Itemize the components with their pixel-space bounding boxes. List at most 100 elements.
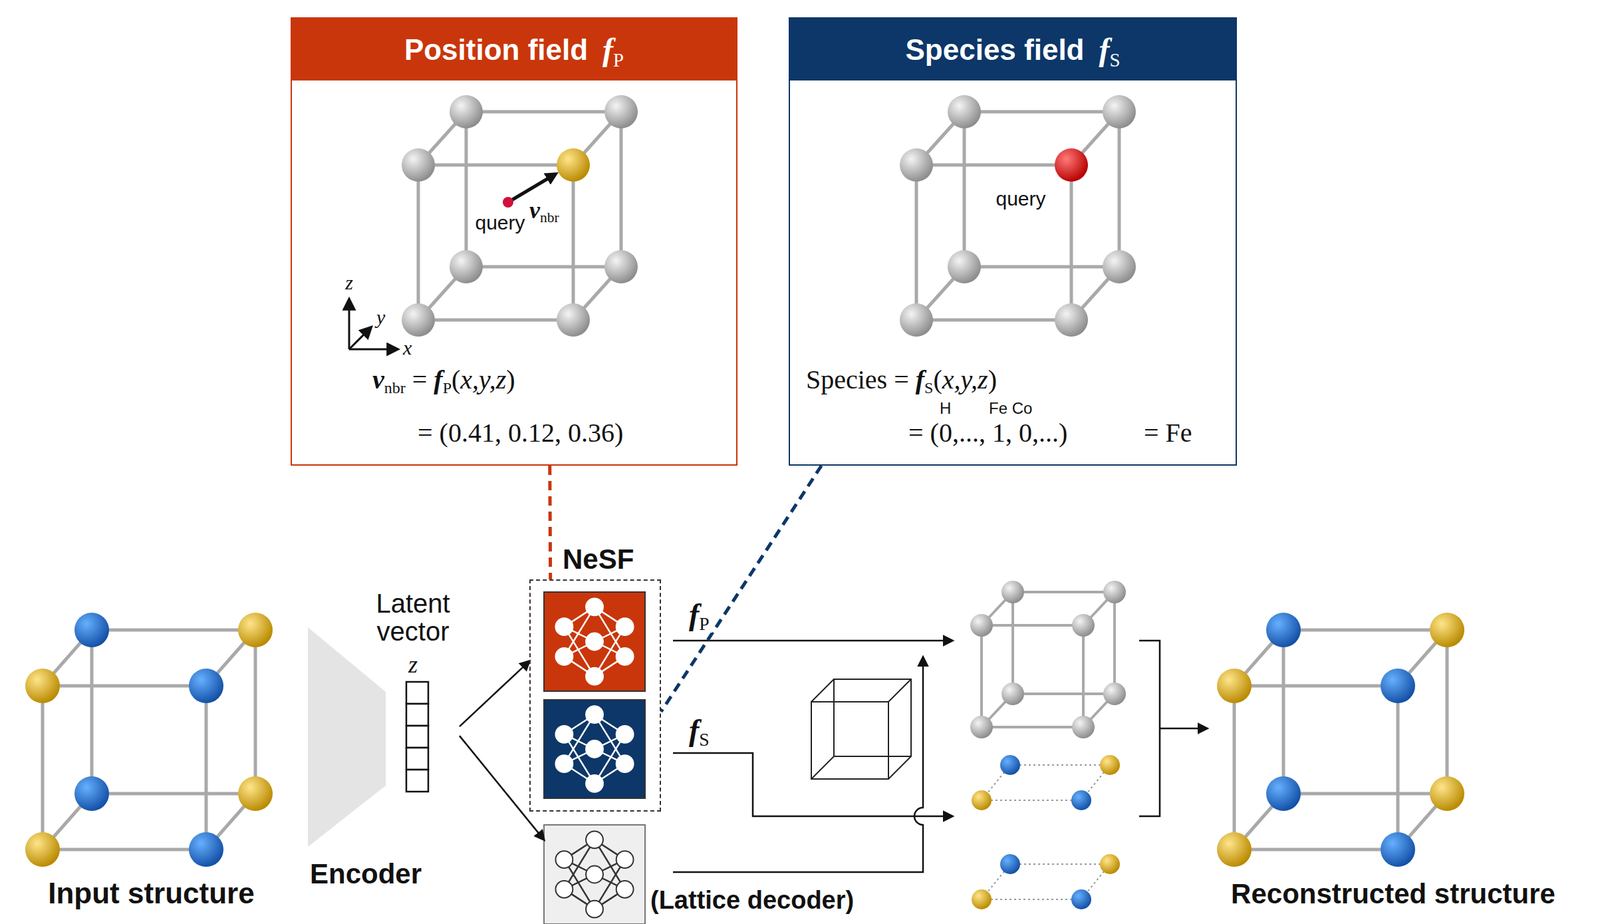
species-network xyxy=(543,699,646,799)
text-run: x,y,z xyxy=(942,364,989,395)
net-neuron xyxy=(616,725,634,743)
net-neuron xyxy=(555,754,573,773)
node-text: (Lattice decoder) xyxy=(650,885,854,915)
atom xyxy=(1102,250,1136,284)
cube-edge xyxy=(833,755,912,757)
text-run: v xyxy=(529,196,540,224)
cube-edge xyxy=(1445,629,1450,794)
node-text: Input structure xyxy=(15,876,287,910)
cube-edge xyxy=(418,318,574,322)
label: Fe Co xyxy=(988,399,1033,418)
label: = (0.41, 0.12, 0.36) xyxy=(417,417,624,449)
cube-edge xyxy=(1234,684,1398,688)
atom xyxy=(401,148,435,182)
atom xyxy=(449,95,483,129)
node-text: NeSF xyxy=(562,543,634,576)
position-network xyxy=(543,591,646,691)
atom xyxy=(449,250,483,284)
species-layer xyxy=(971,853,1120,910)
net-neuron xyxy=(555,617,573,636)
net-neuron xyxy=(616,880,634,898)
cube-edge xyxy=(811,778,889,780)
cube-edge xyxy=(916,318,1072,322)
lattice-network xyxy=(543,824,646,924)
text-run: nbr xyxy=(384,379,406,397)
atom xyxy=(1054,148,1088,182)
atom xyxy=(1000,754,1021,775)
net-box xyxy=(543,591,646,691)
cube-edge xyxy=(833,678,912,680)
atom xyxy=(1266,776,1301,811)
connector xyxy=(459,735,544,840)
atom xyxy=(556,148,590,182)
net-neuron xyxy=(616,647,634,666)
atom xyxy=(1099,853,1120,874)
text-run: P xyxy=(613,49,624,71)
net-neuron xyxy=(616,754,634,773)
panel-header: Species field fS xyxy=(790,18,1236,81)
text-run: P xyxy=(442,379,452,397)
species-output-wire xyxy=(672,752,953,816)
latent-vector: Latent vectorz xyxy=(366,589,460,796)
species-layer xyxy=(971,754,1120,810)
cube-edge xyxy=(811,678,834,702)
text-run: ( xyxy=(933,364,942,395)
atom xyxy=(899,303,934,337)
atom xyxy=(1216,831,1252,867)
atom xyxy=(1071,889,1092,910)
cube-edge xyxy=(416,164,421,320)
lattice-output-wire xyxy=(672,657,924,872)
structure-figure: Input structure xyxy=(15,625,287,912)
node-text: z xyxy=(366,650,460,679)
atom xyxy=(188,668,224,703)
atom xyxy=(1266,612,1301,648)
cube-edge xyxy=(833,678,835,757)
text-run: x,y,z xyxy=(460,364,507,395)
net-neuron xyxy=(585,865,604,884)
cube-edge xyxy=(90,629,94,794)
net-neuron xyxy=(585,830,604,848)
atom xyxy=(1102,95,1136,129)
text-run: ) xyxy=(506,364,515,395)
field-panel: Position fieldfP xyxy=(290,17,738,466)
atom xyxy=(556,303,590,337)
cube-edge xyxy=(1282,629,1286,794)
cube-edge xyxy=(571,164,576,320)
atom xyxy=(1001,682,1025,705)
net-neuron xyxy=(585,900,604,918)
text-run: P xyxy=(698,613,709,634)
cube-edge xyxy=(810,701,812,779)
latent-cell xyxy=(406,703,429,726)
text-run: Species = xyxy=(805,364,916,395)
net-box xyxy=(543,824,646,924)
atom xyxy=(74,612,110,648)
cube-edge xyxy=(1117,111,1122,267)
net-neuron xyxy=(585,633,604,651)
encoder-shape xyxy=(307,627,386,847)
node-text: fS xyxy=(1099,31,1121,68)
net-neuron xyxy=(616,850,634,868)
atom xyxy=(238,776,273,811)
text-run: S xyxy=(924,379,934,397)
lattice-cell xyxy=(811,678,912,779)
cube-edge xyxy=(1012,590,1115,594)
cube-edge xyxy=(1283,792,1448,796)
reconstructed-crystal xyxy=(1216,612,1465,867)
query-point xyxy=(502,196,514,208)
cube-edge xyxy=(1011,591,1015,694)
atom xyxy=(401,303,435,337)
label: Species = fS(x,y,z) xyxy=(805,364,997,396)
node-text: Reconstructed structure xyxy=(1193,877,1594,910)
cube-edge xyxy=(888,756,912,779)
atom xyxy=(899,148,934,182)
text-run: f xyxy=(433,364,443,395)
atom xyxy=(1054,303,1088,337)
text-run: ) xyxy=(988,364,997,395)
cube-edge xyxy=(1396,685,1400,850)
net-neuron xyxy=(555,850,573,868)
node-text: Species field xyxy=(905,33,1084,67)
cube-edge xyxy=(888,678,912,702)
label: query xyxy=(474,211,525,235)
text-run: f xyxy=(1099,31,1110,68)
cube-edge xyxy=(42,847,207,852)
